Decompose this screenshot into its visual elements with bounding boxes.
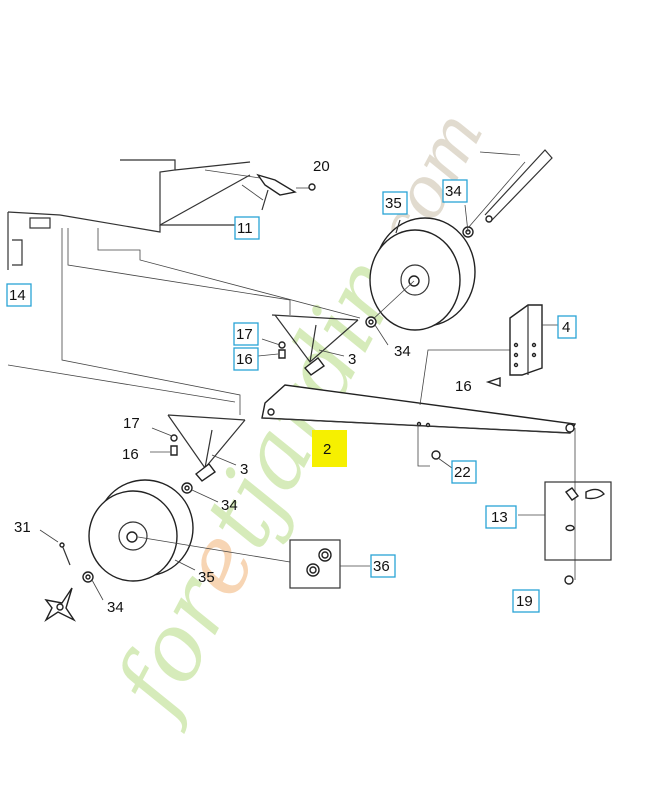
callout-22: 22: [454, 464, 471, 481]
part-4-bracket: [485, 304, 558, 387]
part-2-tow-bar: [261, 349, 577, 580]
part-13-hitch-group: [518, 481, 612, 561]
small-fasteners: [150, 338, 574, 585]
splitter-body: [7, 159, 361, 415]
part-3-axle-arm-upper: [271, 314, 359, 376]
callout-34-mid: 34: [394, 343, 411, 360]
part-31-pin-and-cap: [39, 529, 77, 623]
callout-labels: 20 17 16 3 3 34 34 34 35 31 16: [14, 158, 472, 616]
callout-17-upper: 17: [123, 415, 140, 432]
part-3-axle-arm-lower: [167, 414, 246, 482]
callout-2: 2: [323, 441, 331, 458]
callout-13: 13: [491, 509, 508, 526]
callout-16-boxed: 16: [236, 351, 253, 368]
callout-16-lower: 16: [122, 446, 139, 463]
part-35-wheel-right: [369, 217, 476, 331]
callout-36: 36: [373, 558, 390, 575]
callout-31: 31: [14, 519, 31, 536]
part-36-bearing-group: [289, 539, 370, 589]
part-11-lever: [204, 169, 316, 211]
boxed-callouts: 34 35 11 14 17 16 4 2 22 13 36 19: [6, 179, 577, 613]
callout-4: 4: [562, 319, 570, 336]
callout-34-top: 34: [445, 183, 462, 200]
highlight-part-2: [312, 430, 347, 467]
callout-35-left: 35: [198, 569, 215, 586]
callout-16-right: 16: [455, 378, 472, 395]
callout-3-lower: 3: [240, 461, 248, 478]
callout-17-boxed: 17: [236, 326, 253, 343]
part-34-washers: [82, 161, 526, 601]
rod-upper-right: [479, 149, 553, 223]
callout-20: 20: [313, 158, 330, 175]
callout-11: 11: [237, 220, 253, 237]
callout-34-bottom: 34: [107, 599, 124, 616]
callout-3-upper: 3: [348, 351, 356, 368]
callout-14: 14: [9, 287, 26, 304]
part-35-wheel-left: [88, 479, 291, 582]
callout-19: 19: [516, 593, 533, 610]
callout-35-top: 35: [385, 195, 402, 212]
callout-34-left: 34: [221, 497, 238, 514]
